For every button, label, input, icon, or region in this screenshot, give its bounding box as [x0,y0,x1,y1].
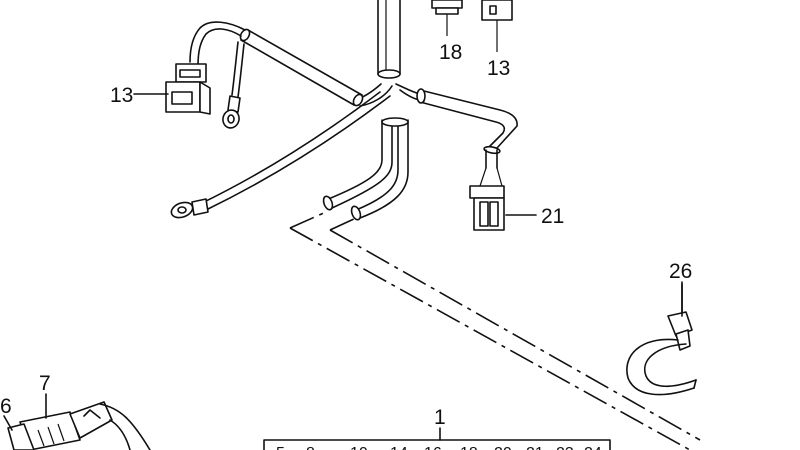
bracket-item: 24 [584,445,602,450]
callout-13-right: 13 [487,57,510,80]
callout-6: 6 [0,395,12,418]
bracket-item: 21 [526,445,544,450]
bracket-item: 8 [306,445,315,450]
lower-sleeves [322,117,409,221]
callout-1: 1 [434,406,446,429]
bracket-item: 10 [350,445,368,450]
main-harness-trunk [377,0,401,79]
callout-7: 7 [39,372,51,395]
callout-13-left: 13 [110,84,133,107]
right-branch-harness [395,83,518,187]
bracket-item-list: 5 8 10 14 16 18 20 21 23 24 [276,445,602,450]
bracket-item: 16 [424,445,442,450]
callout-26: 26 [669,260,692,283]
connector-13-right [481,0,513,52]
connector-21 [469,185,505,231]
bracket-item: 20 [494,445,512,450]
connector-18 [431,0,463,36]
dashed-routing-lines [289,211,701,450]
leader-lines [3,93,683,431]
left-branch-harness [189,21,393,107]
callout-18: 18 [439,41,462,64]
bracket-item: 14 [390,445,408,450]
hose-clamp-26 [626,283,697,396]
bracket-item: 23 [556,445,574,450]
callout-21: 21 [541,205,564,228]
bracket-item: 18 [460,445,478,450]
ground-wire-lower-left [170,91,391,219]
ring-terminal-left [222,95,241,129]
plug-assembly-6-7 [7,401,151,450]
connector-13-left [165,63,211,115]
bracket-item: 5 [276,445,285,450]
group-bracket-1 [263,427,611,450]
